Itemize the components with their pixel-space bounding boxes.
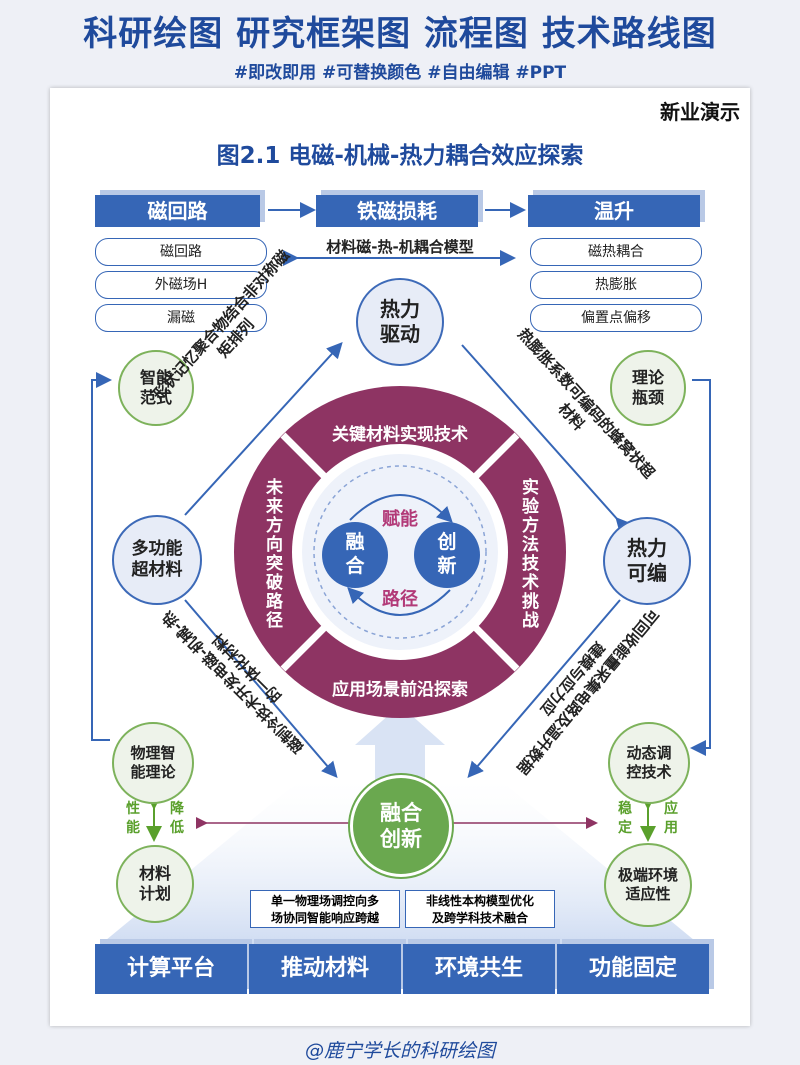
ring-label-bottom: 应用场景前沿探索	[332, 680, 468, 700]
right-pill-1: 磁热耦合	[530, 238, 702, 266]
right-loop	[690, 379, 711, 756]
core-arc-bottom	[347, 587, 451, 616]
core-label-path: 路径	[382, 589, 418, 610]
corner-physical-intelligence: 物理智能理论	[112, 722, 194, 804]
header-title: 科研绘图 研究框架图 流程图 技术路线图	[83, 14, 717, 54]
diag-tl	[184, 342, 343, 516]
ring-label-right: 实验方法技术挑战	[518, 478, 538, 630]
top-box-iron-loss: 铁磁损耗	[316, 195, 478, 227]
bottom-box-compute-platform: 计算平台	[95, 944, 247, 994]
left-pill-1: 磁回路	[95, 238, 267, 266]
top-box-magnetic-circuit: 磁回路	[95, 195, 260, 227]
ring-label-left: 未来方向突破路径	[262, 478, 282, 630]
core-dashed	[313, 465, 487, 639]
core-label-empower: 赋能	[382, 509, 418, 530]
ring-label-top: 关键材料实现技术	[332, 425, 468, 445]
core-right-circle	[414, 522, 480, 588]
diag-tr	[461, 344, 632, 535]
model-label: 材料磁-热-机耦合模型	[326, 238, 474, 256]
label-reduce: 降低	[170, 801, 184, 836]
note-nonlinear-model: 非线性本构模型优化及跨学科技术融合	[405, 890, 555, 928]
corner-smart-paradigm: 智能范式	[118, 350, 194, 426]
left-pill-2: 外磁场H	[95, 271, 267, 299]
label-stable: 稳定	[618, 801, 632, 836]
node-thermal-programmable: 热力可编	[603, 517, 691, 605]
right-pill-3: 偏置点偏移	[530, 304, 702, 332]
corner-dynamic-control: 动态调控技术	[608, 722, 690, 804]
left-loop	[91, 372, 112, 741]
bottom-box-function-fixed: 功能固定	[557, 944, 709, 994]
node-fusion-innovation: 融合创新	[350, 775, 452, 877]
right-pill-2: 热膨胀	[530, 271, 702, 299]
label-performance: 性能	[126, 801, 140, 836]
bottom-box-env-symbiosis: 环境共生	[403, 944, 555, 994]
left-pill-3: 漏磁	[95, 304, 267, 332]
core-left-circle	[322, 522, 388, 588]
node-multifunctional-metamaterial: 多功能超材料	[112, 515, 202, 605]
corner-extreme-environment: 极端环境适应性	[604, 843, 692, 927]
diag-bl	[184, 599, 338, 779]
label-application: 应用	[664, 801, 678, 836]
core-label-innovation: 创新	[437, 531, 457, 577]
diag-br	[467, 599, 621, 779]
core-label-fusion: 融合	[345, 531, 365, 577]
brand-label: 新业演示	[660, 100, 740, 124]
note-multi-field: 单一物理场调控向多场协同智能响应跨越	[250, 890, 400, 928]
core-arc-top	[349, 494, 453, 523]
figure-title: 图2.1 电磁-机械-热力耦合效应探索	[216, 143, 584, 169]
top-box-temp-rise: 温升	[528, 195, 700, 227]
header-tags: #即改即用 #可替换颜色 #自由编辑 #PPT	[233, 63, 567, 83]
bottom-box-drive-materials: 推动材料	[249, 944, 401, 994]
node-thermal-drive: 热力驱动	[356, 278, 444, 366]
corner-theory-bottleneck: 理论瓶颈	[610, 350, 686, 426]
footer-credit: @鹿宁学长的科研绘图	[304, 1040, 495, 1062]
up-arrow	[355, 705, 445, 790]
corner-material-plan: 材料计划	[116, 845, 194, 923]
